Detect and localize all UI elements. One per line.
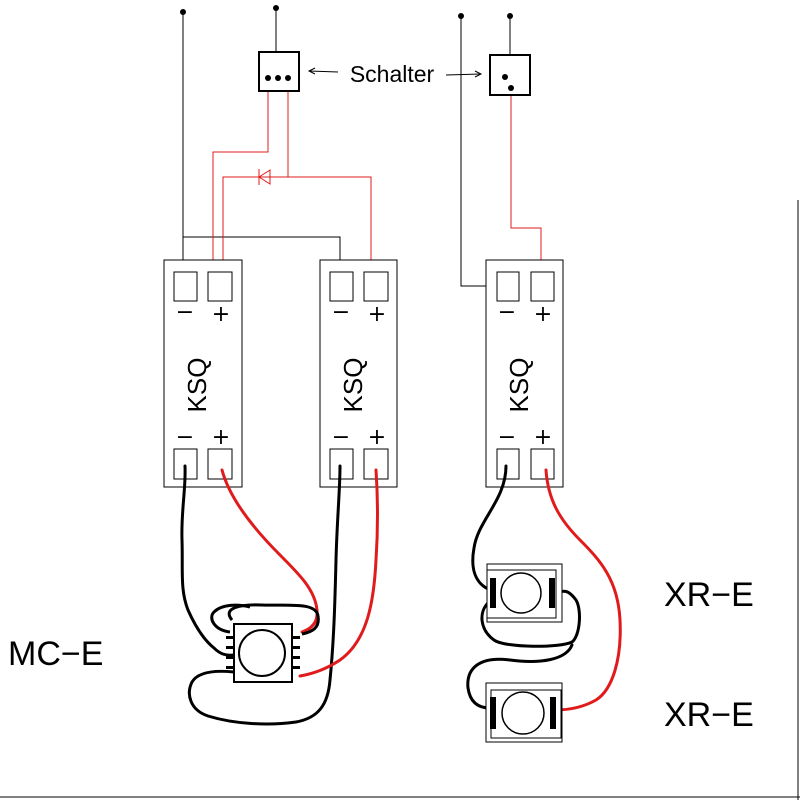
led-negative-wires [180,464,581,726]
xre-label-1: XR−E [664,576,754,614]
positive-wires [212,57,542,274]
ksq-3-output-plus: + [534,425,552,450]
supply-terminals [180,5,513,19]
switch-2 [489,54,531,96]
ksq-1-label: KSQ [182,358,212,413]
ksq-2-input-minus: − [332,300,350,325]
ksq-2-input-plus: + [368,302,386,327]
xre-label-2: XR−E [664,696,754,734]
ksq-2-label: KSQ [338,358,368,413]
ksq-2-output-plus: + [368,425,386,450]
mce-led [210,603,320,683]
led-positive-wires [220,468,622,712]
mce-label: MC−E [8,635,103,673]
ksq-3-output-minus: − [498,425,516,450]
diode-symbol [258,169,271,185]
switch-callout: Schalter [307,61,483,87]
ksq-1-input-minus: − [176,300,194,325]
xre-led-1 [486,563,563,623]
frame-edges [0,200,800,800]
xre-led-2 [485,682,563,743]
ksq-1-output-plus: + [212,425,230,450]
ksq-driver-1: − + − + KSQ [163,259,243,488]
ksq-driver-3: − + − + KSQ [485,259,564,488]
switch-label: Schalter [350,61,435,87]
ksq-1-input-plus: + [212,302,230,327]
ksq-3-input-minus: − [498,300,516,325]
switch-1 [258,51,300,92]
ksq-driver-2: − + − + KSQ [319,259,398,488]
ksq-3-input-plus: + [534,302,552,327]
ksq-2-output-minus: − [332,425,350,450]
negative-wires [182,8,511,287]
ksq-1-output-minus: − [176,425,194,450]
ksq-3-label: KSQ [504,358,534,413]
